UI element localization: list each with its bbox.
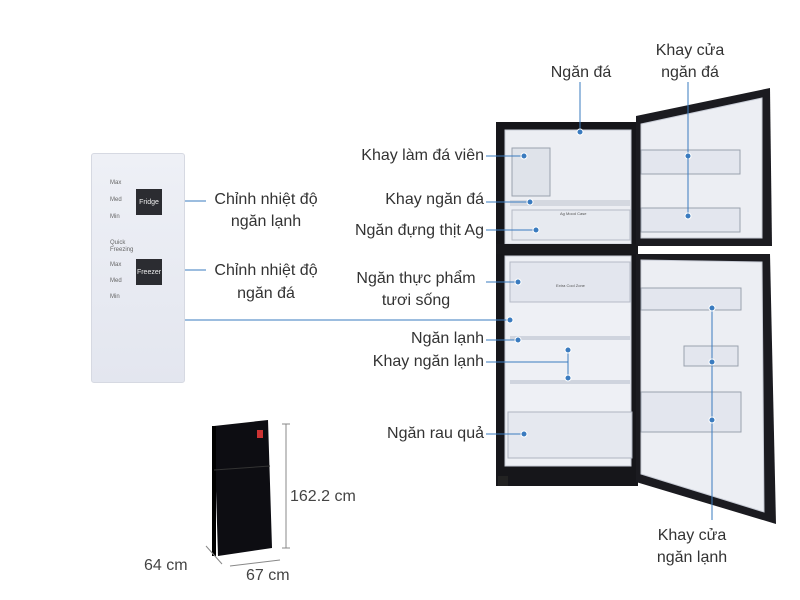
fridge-shelf-2 <box>510 380 630 384</box>
fridge-button[interactable]: Fridge <box>136 189 162 215</box>
panel-med-2: Med <box>110 278 122 284</box>
panel-quick-1: Quick <box>110 240 126 246</box>
thumbnail-divider <box>213 465 271 471</box>
label-ngan-thuc-pham-1: Ngăn thực phẩm <box>356 270 476 287</box>
label-chinh-nhiet-da-2: ngăn đá <box>237 285 295 302</box>
label-chinh-nhiet-lanh-2: ngăn lạnh <box>230 213 302 230</box>
label-khay-cua-ngan-lanh-1: Khay cửa <box>657 527 727 544</box>
freezer-button[interactable]: Freezer <box>136 259 162 285</box>
dimension-height: 162.2 cm <box>290 488 356 505</box>
label-khay-cua-ngan-da-1: Khay cửa <box>655 42 725 59</box>
thumbnail-fridge-side <box>212 426 216 556</box>
label-khay-ngan-da: Khay ngăn đá <box>385 191 484 208</box>
extra-cool-label: Extra Cool Zone <box>556 283 586 288</box>
label-khay-cua-ngan-lanh-2: ngăn lạnh <box>656 549 728 566</box>
label-khay-cua-ngan-da-2: ngăn đá <box>661 64 719 81</box>
dimension-width: 67 cm <box>246 567 290 584</box>
ice-maker-tray <box>511 147 551 197</box>
label-chinh-nhiet-lanh-1: Chỉnh nhiệt độ <box>214 191 318 208</box>
vegetable-drawer <box>507 411 633 459</box>
thumbnail-logo <box>257 430 263 438</box>
control-panel: Max Med Min Fridge Quick Freezing Max Me… <box>91 153 185 383</box>
thumbnail-fridge <box>214 420 272 556</box>
panel-max-2: Max <box>110 262 122 268</box>
label-chinh-nhiet-da-1: Chỉnh nhiệt độ <box>214 262 318 279</box>
panel-min-2: Min <box>110 294 120 300</box>
panel-med-1: Med <box>110 197 122 203</box>
label-ngan-rau-qua: Ngăn rau quả <box>387 425 484 442</box>
fridge-door-bin-2 <box>683 345 739 367</box>
fridge-door-bin-3 <box>640 391 742 433</box>
compartment-divider <box>496 244 638 254</box>
label-ngan-dung-thit: Ngăn đựng thịt Ag <box>354 222 484 239</box>
panel-quick-2: Freezing <box>110 247 134 253</box>
dimension-depth: 64 cm <box>144 557 188 574</box>
fridge-shelf-1 <box>510 336 630 340</box>
fridge-door-bin-1 <box>640 287 742 311</box>
panel-max-1: Max <box>110 180 122 186</box>
ag-drawer-label: Ag Mood Case <box>560 211 587 216</box>
label-ngan-lanh: Ngăn lạnh <box>411 330 484 347</box>
ag-drawer <box>511 209 631 241</box>
label-khay-ngan-lanh: Khay ngăn lạnh <box>372 353 484 370</box>
label-ngan-thuc-pham-2: tươi sống <box>381 292 451 309</box>
freezer-shelf <box>510 200 630 206</box>
label-khay-lam-da-vien: Khay làm đá viên <box>361 147 484 164</box>
freezer-door-bin-2 <box>640 207 741 233</box>
panel-min-1: Min <box>110 214 120 220</box>
fridge-feet <box>498 476 508 486</box>
label-ngan-da: Ngăn đá <box>550 64 612 81</box>
